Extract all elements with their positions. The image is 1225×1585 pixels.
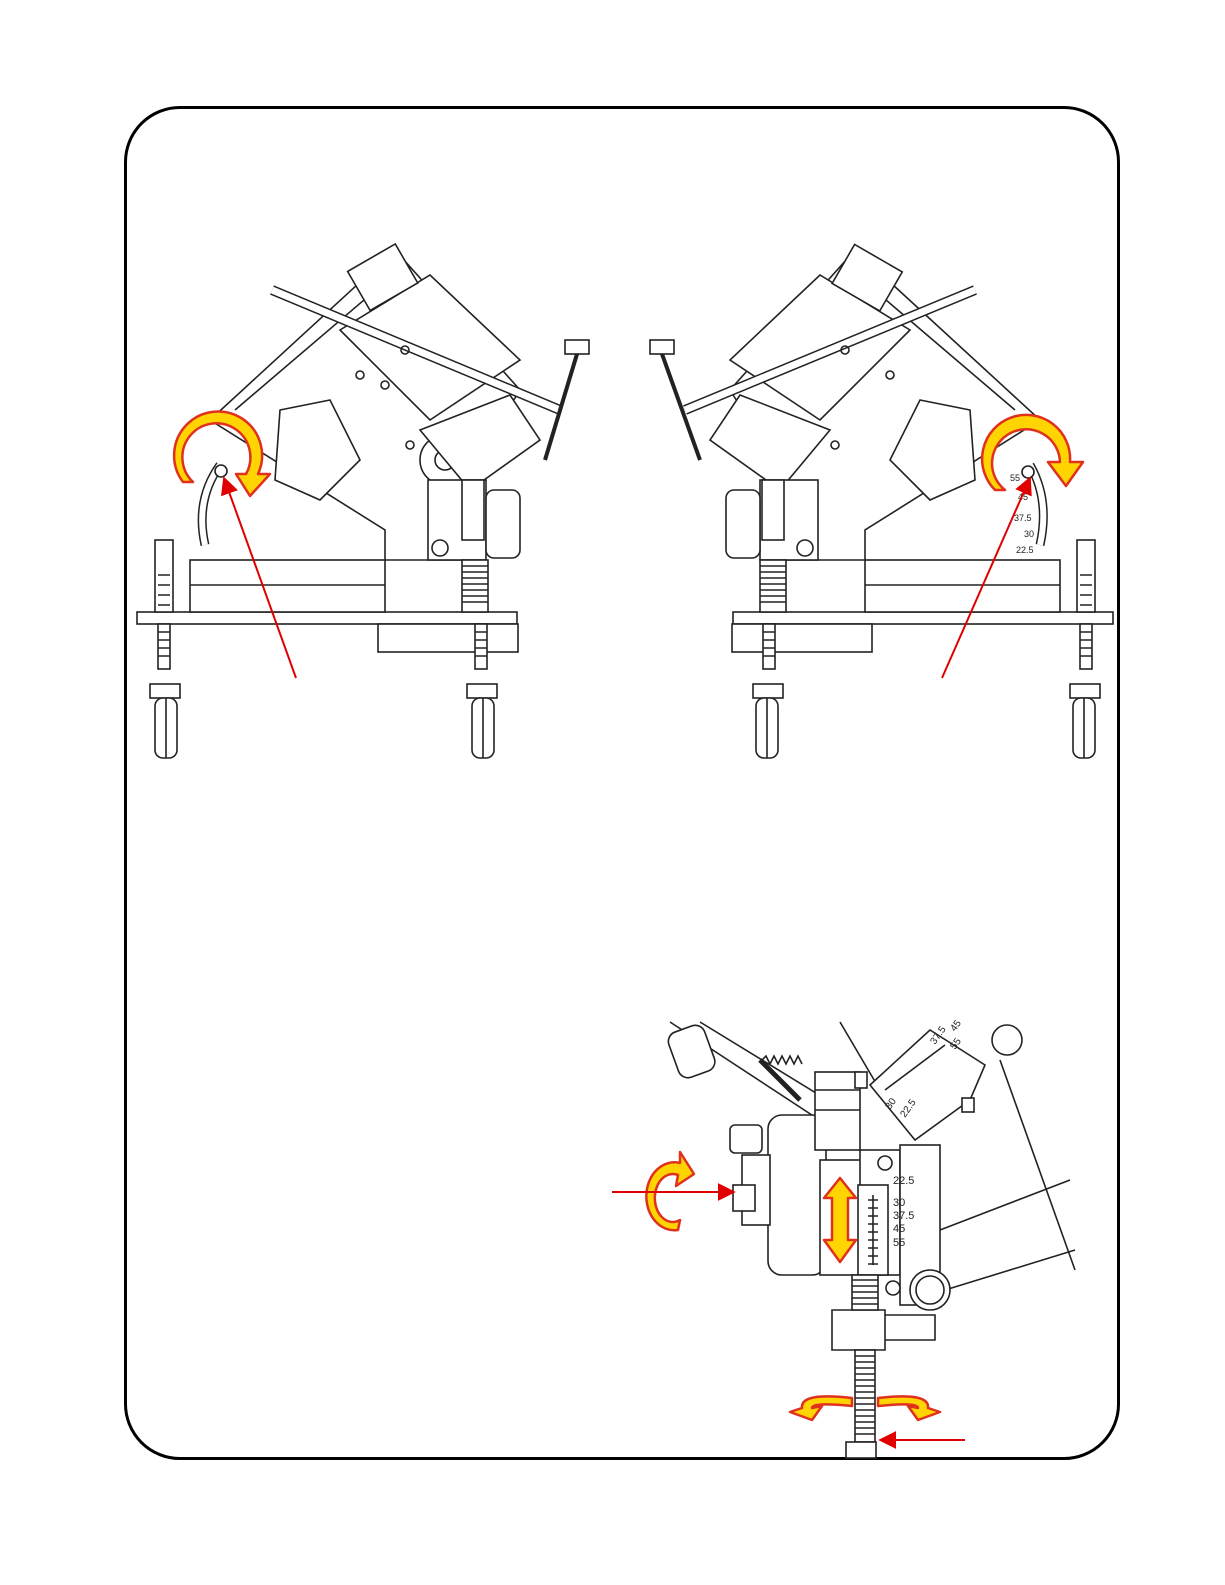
depth-scale-label: 30 — [893, 1197, 905, 1209]
depth-scale-label: 22.5 — [893, 1175, 914, 1187]
right-scale-label: 55 — [1010, 473, 1020, 483]
right-scale-label: 37.5 — [1014, 513, 1032, 523]
detail-adjuster-view — [666, 1022, 1075, 1458]
right-scale-label: 22.5 — [1016, 545, 1034, 555]
head-label: 45 — [948, 1018, 964, 1034]
rotation-arrow-screw-left — [790, 1396, 852, 1420]
caster-wheel-left-2 — [467, 684, 497, 758]
caster-wheel-right-2 — [753, 684, 783, 758]
depth-scale-label: 55 — [893, 1237, 905, 1249]
caster-wheel-right-1 — [1070, 684, 1100, 758]
depth-scale-label: 45 — [893, 1223, 905, 1235]
caster-wheel-left-1 — [150, 684, 180, 758]
depth-scale-label: 37.5 — [893, 1210, 914, 1222]
right-machine-view — [650, 244, 1113, 758]
left-machine-view — [137, 244, 589, 758]
right-scale-label: 30 — [1024, 529, 1034, 539]
rotation-arrow-screw-right — [878, 1396, 940, 1420]
